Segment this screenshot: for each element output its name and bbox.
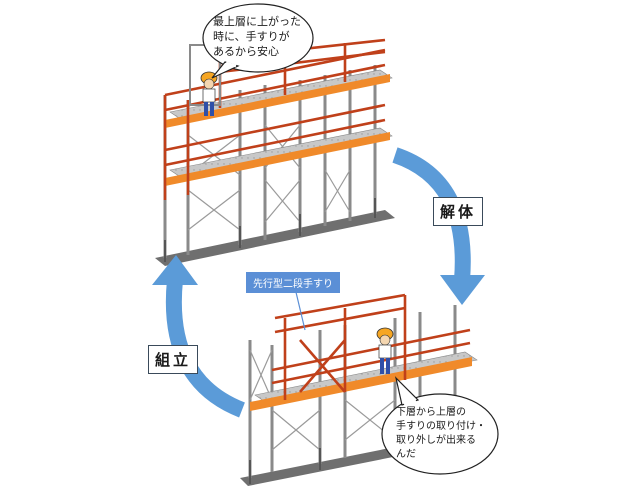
assemble-arrow <box>152 255 246 418</box>
worker-figure-icon <box>376 327 394 374</box>
worker-figure-icon <box>200 71 218 116</box>
bubble-bottom-text: 下層から上層の 手すりの取り付け・ 取り外しが出来る んだ <box>396 407 486 460</box>
speech-bubble-bottom <box>381 376 499 475</box>
top-scaffold <box>155 38 395 266</box>
assemble-label: 組立 <box>148 345 199 374</box>
dismantle-label: 解体 <box>433 197 484 226</box>
speech-bubble-top <box>202 3 314 79</box>
dismantle-arrow <box>392 147 485 305</box>
guardrail-pointer <box>294 287 306 331</box>
guardrail-tag: 先行型二段手すり <box>246 272 340 293</box>
bubble-top-text: 最上層に上がった 時に、手すりが あるから安心 <box>213 15 301 58</box>
